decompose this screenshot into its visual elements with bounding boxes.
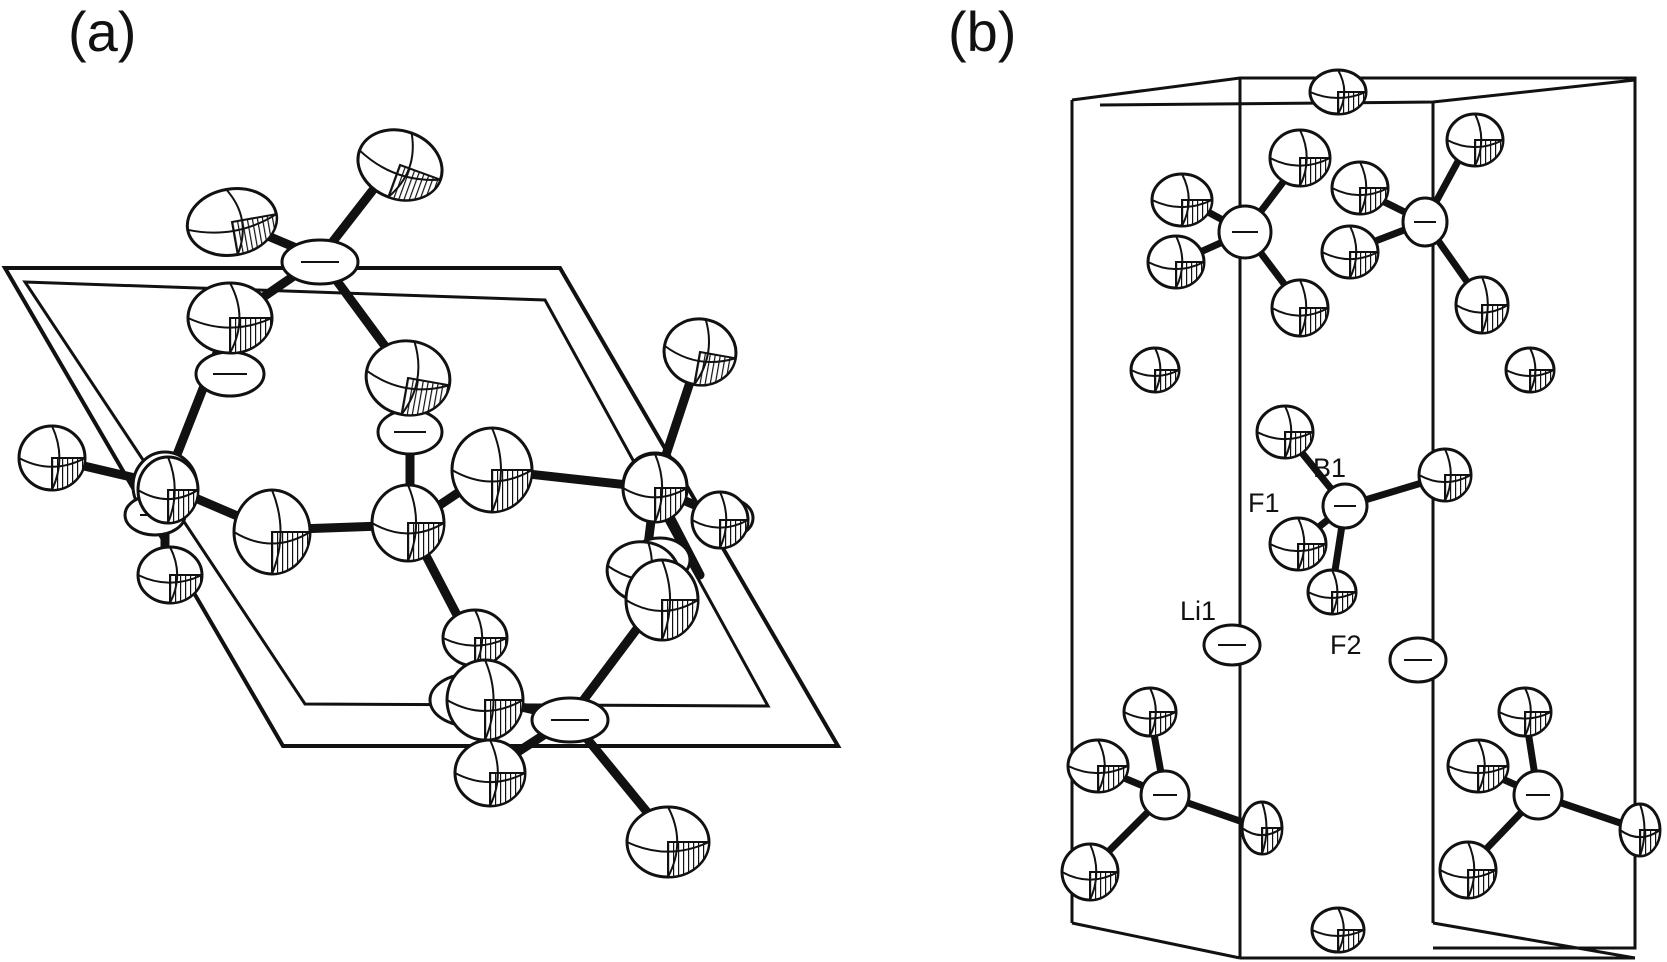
atom-ellipsoid [232,488,312,576]
atom-ellipsoid [1060,842,1120,902]
atom-ellipsoid [662,317,738,387]
atom-ellipsoid [1446,738,1510,794]
atom-ellipsoid [1240,800,1284,856]
atom-ellipsoid [1146,234,1206,290]
atom-ellipsoid [1308,68,1368,116]
atom-label-f2: F2 [1330,630,1362,660]
atom-ellipsoid [441,608,509,668]
atom-ellipsoid [453,738,527,808]
atom-ellipsoid [185,187,279,257]
atom-ellipsoid [450,426,534,514]
atom-ellipsoid [624,558,700,642]
atom-label-b1: B1 [1313,453,1346,483]
atom-ellipsoid [1310,906,1366,954]
atom-ellipsoid [1066,738,1130,794]
atom-ellipsoid [1150,172,1214,228]
atom-ellipsoid [364,339,452,417]
atom-b-center [1139,769,1191,821]
atoms-b [1060,68,1662,954]
atom-b-center [530,696,610,744]
atom-ellipsoid [1497,686,1553,738]
atom-ellipsoid [136,455,200,525]
atom-ellipsoid [1438,840,1498,900]
atom-b-center [280,238,360,286]
atom-ellipsoid [1129,346,1181,394]
atoms-a [17,128,755,879]
atom-b-center [1217,204,1273,260]
atom-label-li1: Li1 [1180,596,1216,626]
atom-ellipsoid [621,452,689,524]
atom-ellipsoid [17,424,87,492]
atom-ellipsoid [1330,160,1390,216]
atom-ellipsoid [1454,275,1510,335]
atom-b-center [1512,769,1564,821]
atom-li [1388,636,1448,684]
atom-ellipsoid [690,490,750,550]
panel-label-a: (a) [68,0,137,63]
atom-b-center [1401,196,1449,248]
atom-ellipsoid [194,350,266,398]
atom-ellipsoid [1618,802,1662,858]
atom-ellipsoid [1268,128,1332,188]
atom-ellipsoid [1255,404,1315,460]
atom-ellipsoid [1417,447,1473,503]
atom-ellipsoid [1320,224,1380,280]
atom-b1 [1321,482,1369,530]
atom-label-f1: F1 [1248,488,1280,518]
atom-ellipsoid [1445,112,1505,168]
atom-ellipsoid [625,805,711,879]
atom-f1 [1268,516,1328,572]
atom-ellipsoid [445,658,525,742]
atom-ellipsoid [1122,686,1178,738]
atom-ellipsoid [356,128,444,202]
atom-ellipsoid [1504,346,1556,394]
atom-ellipsoid [186,281,274,355]
atom-ellipsoid [136,545,204,605]
atom-li1 [1202,623,1262,667]
atom-ellipsoid [370,483,446,563]
atom-ellipsoid [1270,278,1330,338]
atom-f2 [1306,568,1358,616]
panel-label-b: (b) [948,0,1017,63]
